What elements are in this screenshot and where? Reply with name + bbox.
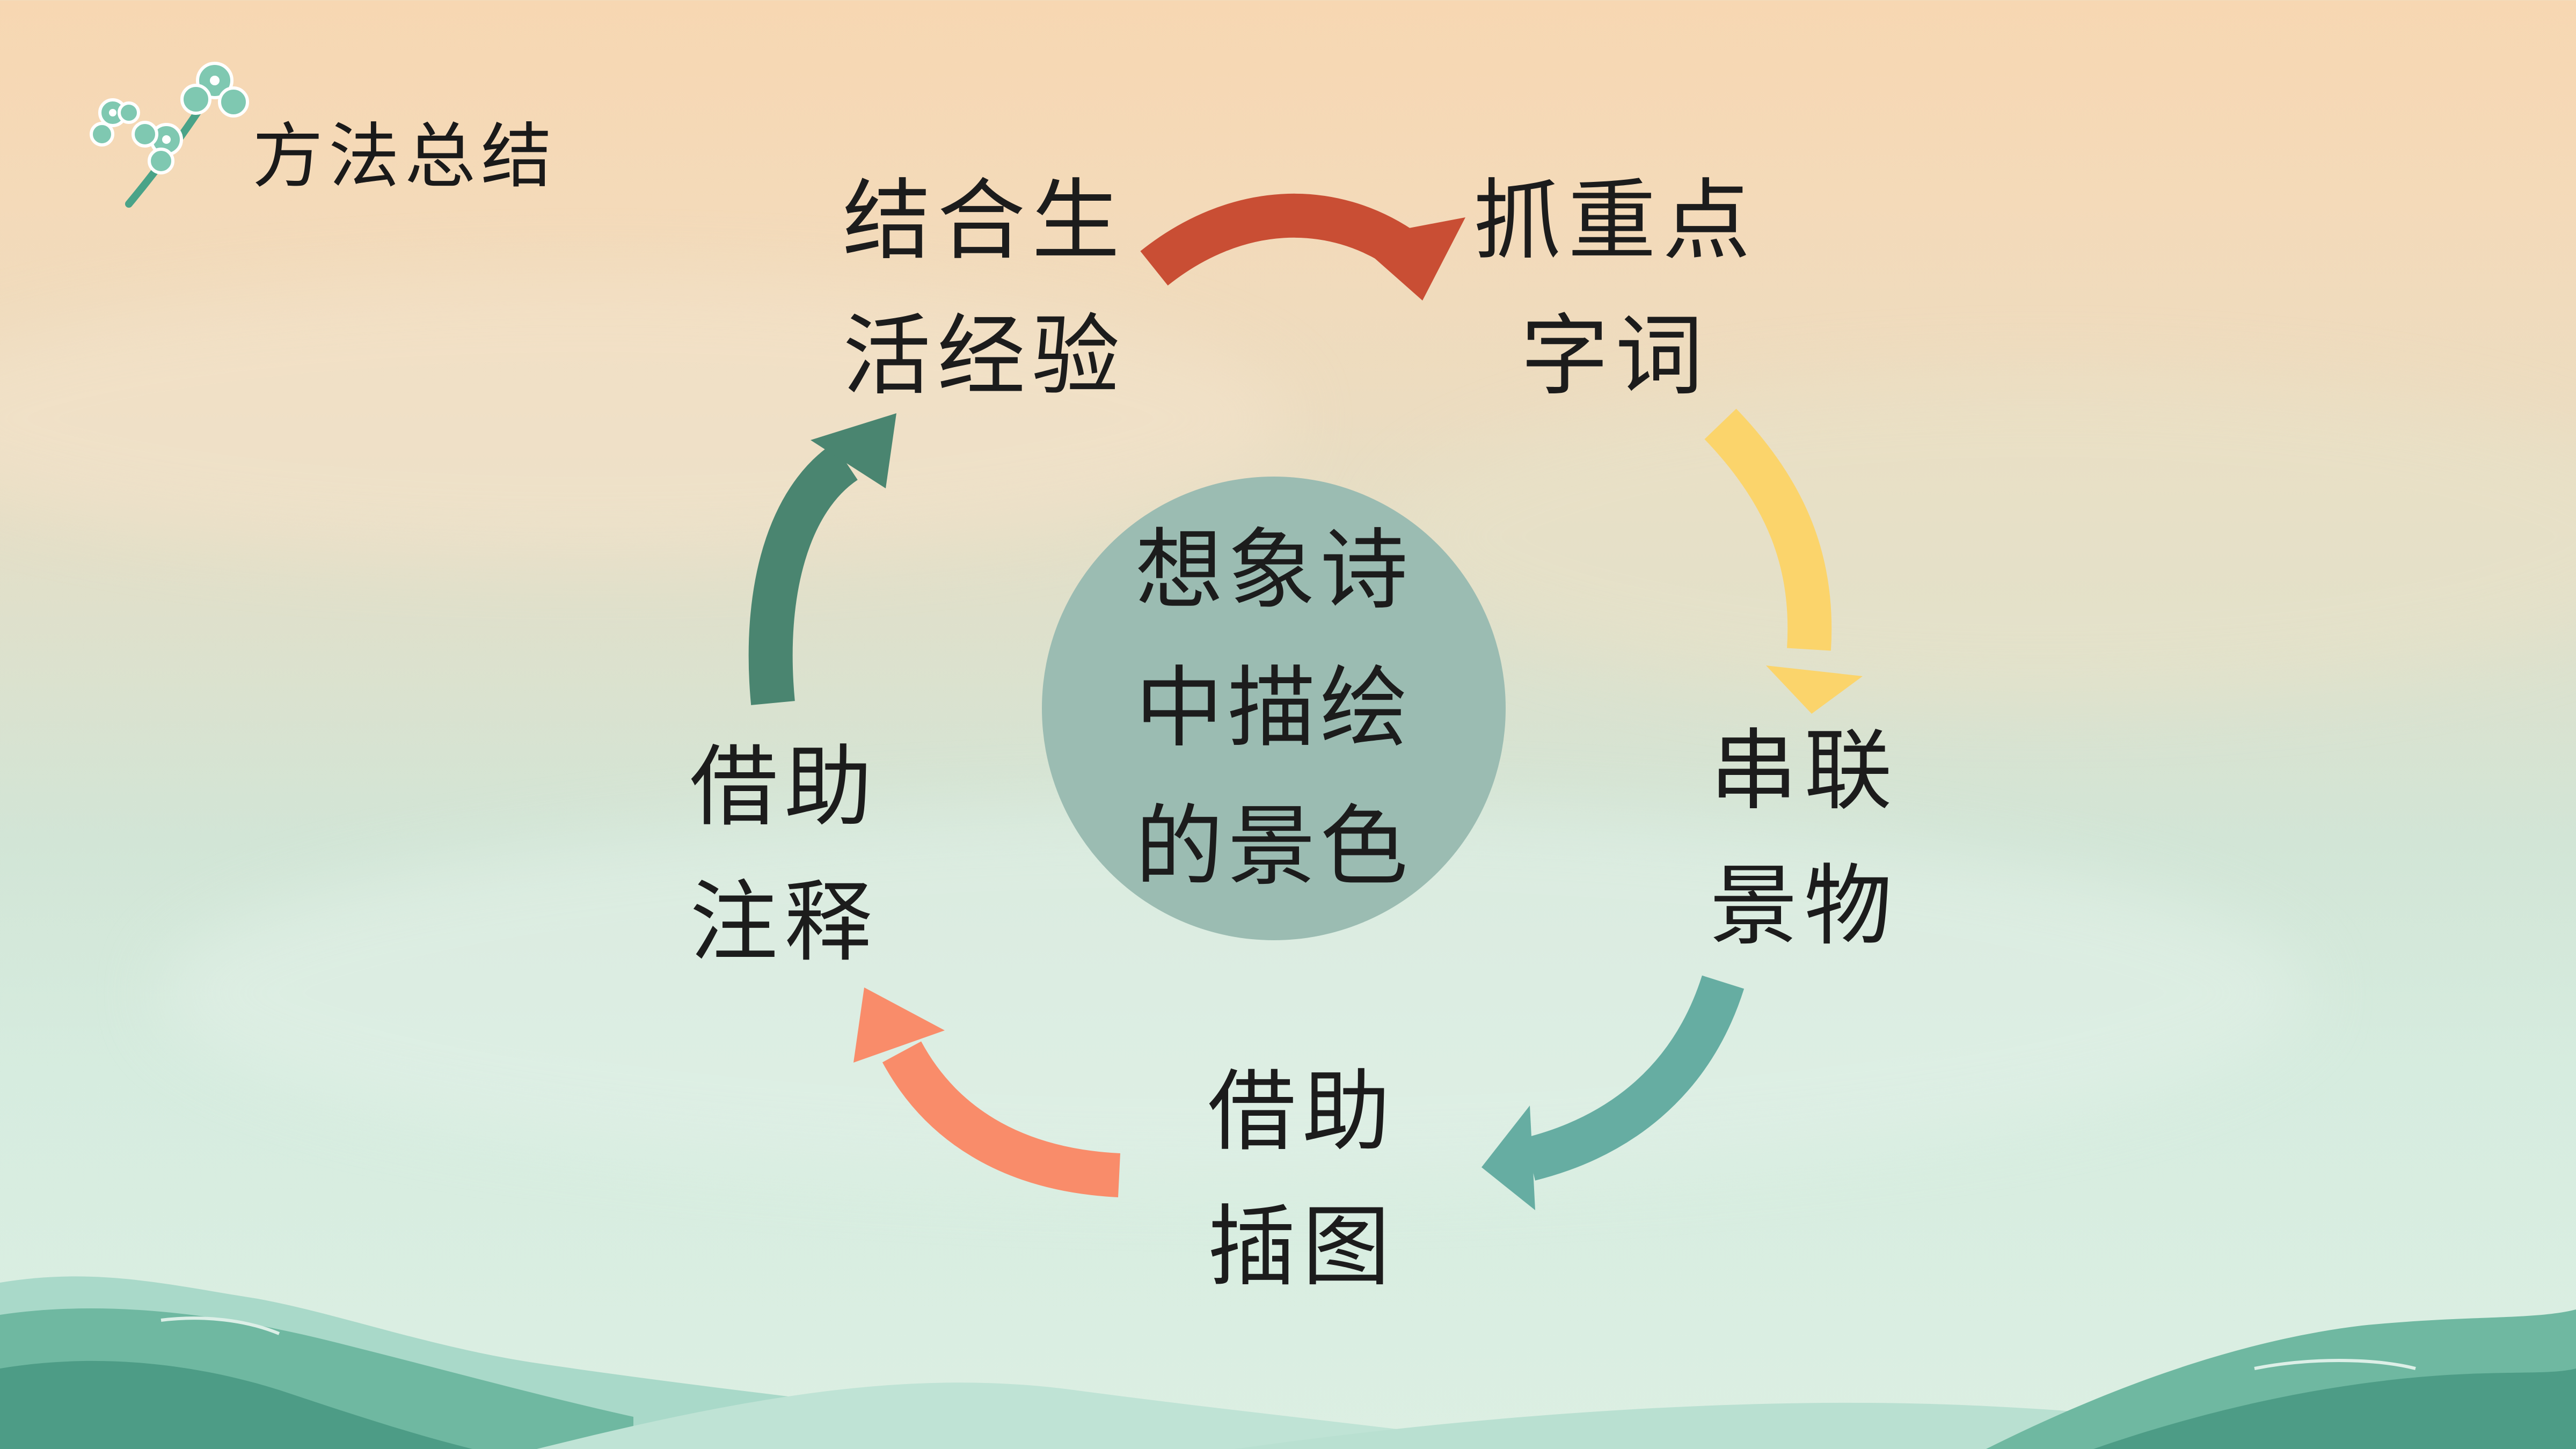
node-line: 抓重点 — [1473, 170, 1757, 272]
header: 方法总结 — [81, 54, 617, 215]
node-line: 字词 — [1521, 305, 1710, 407]
node-life-experience: 结合生 活经验 — [843, 177, 1126, 400]
center-topic-circle: 想象诗 中描绘 的景色 — [1042, 477, 1506, 940]
arrow-link-to-illustration — [1482, 975, 1745, 1210]
node-line: 串联 — [1710, 720, 1899, 822]
node-use-illustration: 借助 插图 — [1208, 1068, 1397, 1291]
cloud-band-right — [1396, 376, 2576, 698]
flower-sprig-icon — [90, 62, 249, 208]
arrow-keywords-to-link — [1704, 408, 1863, 714]
center-line: 想象诗 — [1135, 518, 1412, 621]
arrow-life-to-keywords — [1140, 193, 1465, 301]
center-line: 的景色 — [1135, 795, 1412, 898]
center-line: 中描绘 — [1135, 657, 1412, 760]
node-line: 注释 — [690, 871, 879, 974]
node-use-notes: 借助 注释 — [690, 743, 879, 967]
slide-title: 方法总结 — [252, 115, 557, 198]
arrow-notes-to-life — [748, 413, 896, 705]
node-line: 结合生 — [843, 170, 1127, 272]
node-line: 借助 — [1208, 1060, 1397, 1163]
node-key-words: 抓重点 字词 — [1473, 177, 1757, 400]
arrow-illustration-to-notes — [853, 987, 1121, 1197]
mountain-landscape — [0, 1276, 2576, 1449]
node-line: 插图 — [1208, 1196, 1397, 1298]
node-line: 活经验 — [843, 305, 1127, 407]
cloud-band-upper — [0, 279, 1288, 558]
node-line: 借助 — [690, 736, 879, 838]
center-topic-text: 想象诗 中描绘 的景色 — [1042, 477, 1506, 940]
node-line: 景物 — [1710, 855, 1899, 957]
node-link-scenery: 串联 景物 — [1710, 727, 1899, 950]
